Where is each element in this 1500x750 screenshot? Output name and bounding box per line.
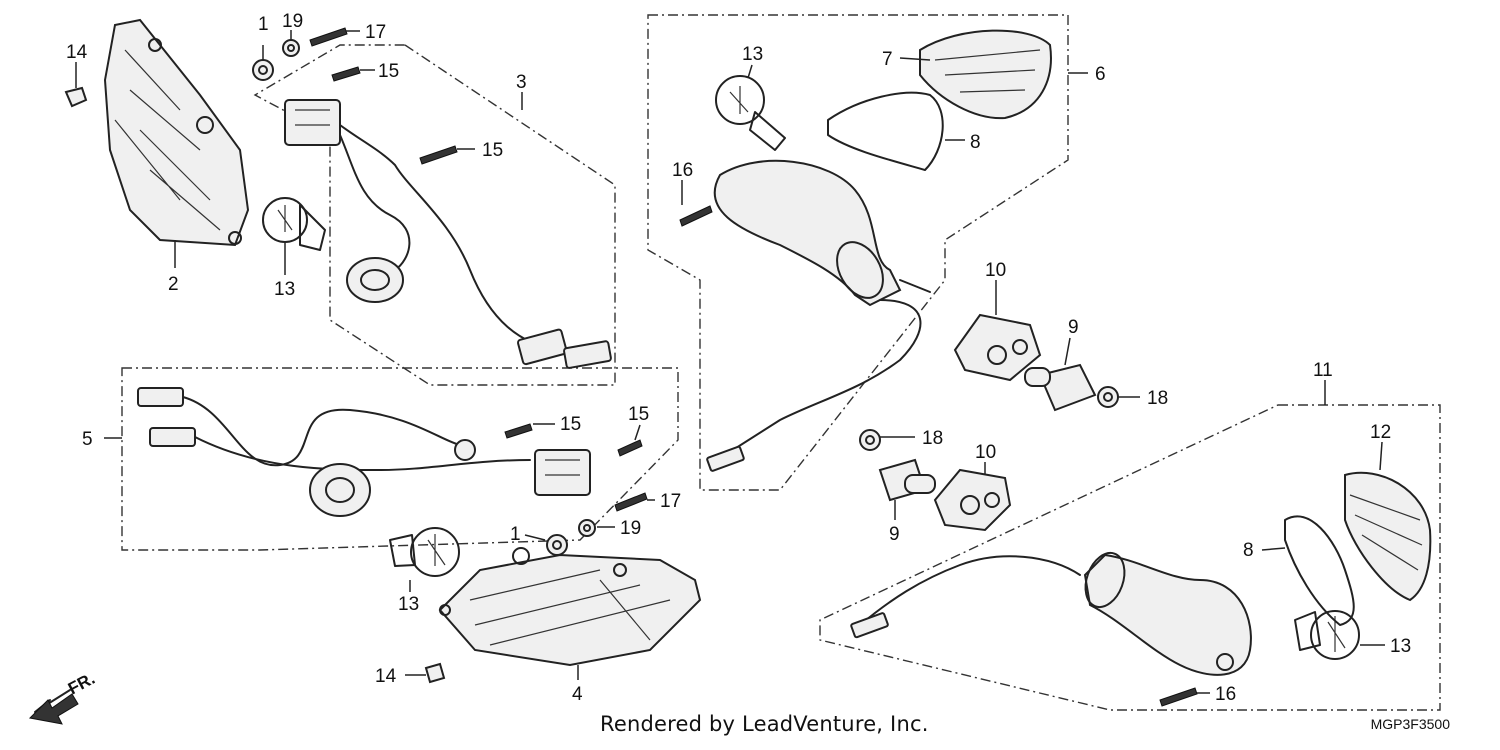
part-rubber-10b bbox=[933, 468, 1012, 532]
callout-19: 19 bbox=[620, 518, 641, 539]
group-outline-5 bbox=[121, 367, 679, 551]
callout-15: 15 bbox=[378, 61, 399, 82]
part-bulb-13a bbox=[262, 197, 326, 251]
callout-13: 13 bbox=[398, 594, 419, 615]
part-washer-19a bbox=[282, 39, 300, 57]
callout-17: 17 bbox=[660, 491, 681, 512]
part-plate-9a bbox=[1024, 363, 1097, 412]
part-bulb-13c bbox=[389, 527, 460, 577]
part-screw-17a bbox=[309, 27, 348, 47]
part-screw-17b bbox=[614, 492, 648, 512]
part-screw-15d bbox=[617, 439, 643, 457]
part-collar-1b bbox=[546, 534, 568, 556]
part-bulb-13b bbox=[715, 75, 786, 151]
part-bulb-13d bbox=[1294, 610, 1360, 660]
part-front-lens-left bbox=[103, 18, 250, 247]
part-grommet-14a bbox=[64, 86, 88, 108]
callout-7: 7 bbox=[882, 49, 893, 70]
callout-13: 13 bbox=[742, 44, 763, 65]
callout-11: 11 bbox=[1313, 360, 1333, 381]
callout-4: 4 bbox=[572, 684, 583, 705]
part-plate-9b bbox=[878, 458, 936, 502]
part-rear-signal-left bbox=[706, 159, 931, 472]
group-outline-6 bbox=[647, 14, 1069, 491]
part-rear-signal-right bbox=[850, 551, 1252, 676]
part-screw-15c bbox=[504, 423, 533, 439]
callout-15: 15 bbox=[482, 140, 503, 161]
callout-14: 14 bbox=[66, 42, 88, 63]
part-harness-3 bbox=[284, 99, 612, 369]
callout-16: 16 bbox=[672, 160, 693, 181]
callout-13: 13 bbox=[1390, 636, 1411, 657]
callout-8: 8 bbox=[1243, 540, 1254, 561]
part-nut-18b bbox=[859, 429, 881, 451]
part-nut-18a bbox=[1097, 386, 1119, 408]
callout-9: 9 bbox=[889, 524, 900, 545]
leader-lines bbox=[75, 30, 1385, 694]
part-gasket-8a bbox=[827, 91, 944, 171]
part-screw-16a bbox=[679, 205, 713, 227]
callout-9: 9 bbox=[1068, 317, 1079, 338]
front-direction-arrow bbox=[28, 689, 79, 725]
callout-1: 1 bbox=[258, 14, 269, 35]
callout-2: 2 bbox=[168, 274, 179, 295]
callout-5: 5 bbox=[82, 429, 93, 450]
part-harness-5 bbox=[137, 387, 591, 517]
callout-16: 16 bbox=[1215, 684, 1236, 705]
callout-12: 12 bbox=[1370, 422, 1391, 443]
callout-8: 8 bbox=[970, 132, 981, 153]
part-outer-lens-7 bbox=[919, 29, 1052, 120]
callout-1: 1 bbox=[510, 524, 521, 545]
callout-19: 19 bbox=[282, 11, 303, 32]
part-gasket-8b bbox=[1284, 515, 1355, 626]
callout-18: 18 bbox=[922, 428, 943, 449]
callout-6: 6 bbox=[1095, 64, 1106, 85]
callout-3: 3 bbox=[516, 72, 527, 93]
callout-17: 17 bbox=[365, 22, 386, 43]
part-rubber-10a bbox=[953, 313, 1042, 382]
part-screw-15b bbox=[419, 145, 458, 165]
part-outer-lens-12 bbox=[1344, 471, 1432, 602]
callout-labels: 1 19 17 14 15 3 15 2 13 13 7 6 8 16 10 9… bbox=[66, 11, 1411, 705]
part-grommet-14b bbox=[424, 662, 446, 684]
callout-10: 10 bbox=[985, 260, 1006, 281]
diagram-code: MGP3F3500 bbox=[1370, 716, 1450, 732]
part-washer-19b bbox=[578, 519, 596, 537]
rendered-by-credit: Rendered by LeadVenture, Inc. bbox=[600, 712, 929, 736]
callout-14: 14 bbox=[375, 666, 397, 687]
callout-18: 18 bbox=[1147, 388, 1168, 409]
part-screw-16b bbox=[1159, 687, 1198, 707]
callout-15: 15 bbox=[560, 414, 581, 435]
callout-13: 13 bbox=[274, 279, 295, 300]
callout-10: 10 bbox=[975, 442, 996, 463]
part-collar-1a bbox=[252, 59, 274, 81]
part-front-lens-right bbox=[438, 547, 702, 667]
group-outline-11 bbox=[819, 404, 1441, 711]
callout-15: 15 bbox=[628, 404, 649, 425]
part-screw-15a bbox=[331, 66, 361, 82]
